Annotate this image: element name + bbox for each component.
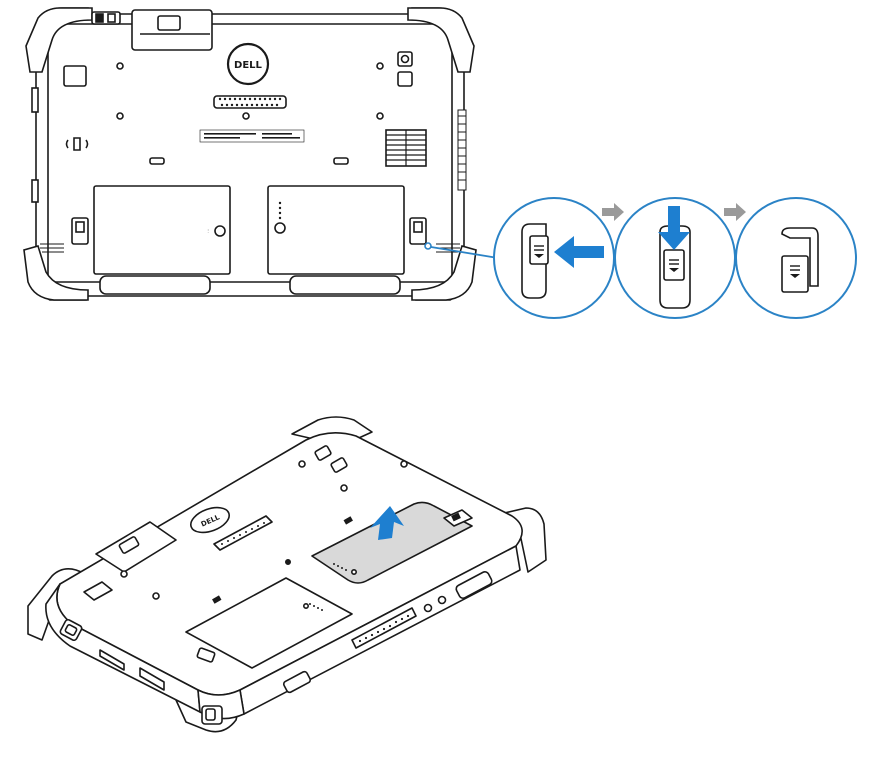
battery-latch-right [410, 218, 426, 244]
rear-sensor [398, 72, 412, 86]
dell-logo-text: DELL [234, 60, 263, 71]
tablet-back-view: DELL [24, 8, 476, 300]
side-button-2 [32, 180, 38, 202]
speaker-grille [386, 130, 426, 166]
battery-latch-left [72, 218, 88, 244]
tablet-isometric-view: DELL [28, 417, 546, 732]
arrow-right-icon [724, 203, 746, 221]
step-2-circle [615, 198, 735, 318]
latch-callout-point [425, 243, 431, 249]
slot-right [334, 158, 348, 164]
latch-button-pressed [664, 250, 684, 280]
dock-connector [214, 96, 286, 108]
fingerprint-sensor [64, 66, 86, 86]
side-ridges [458, 110, 466, 190]
step-3-circle [736, 198, 856, 318]
slot-left [150, 158, 164, 164]
bottom-foot-left [100, 276, 210, 294]
side-button-1 [32, 88, 38, 112]
step-1-circle [494, 198, 614, 318]
bottom-foot-right [290, 276, 400, 294]
svg-text:⋮: ⋮ [206, 228, 210, 233]
battery-bay-right [268, 186, 404, 274]
service-label [200, 130, 304, 142]
arrow-right-icon [602, 203, 624, 221]
camera-window [158, 16, 180, 30]
